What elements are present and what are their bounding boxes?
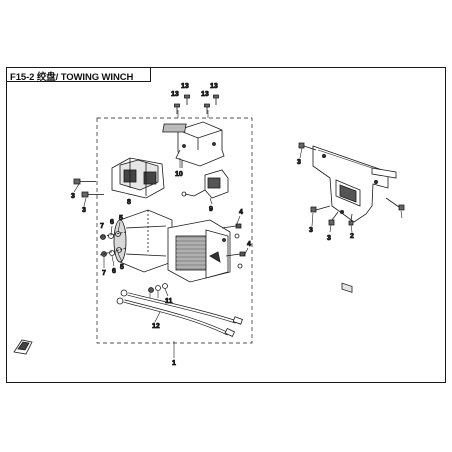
contactor-relay-10 [162, 121, 225, 168]
callout-3-plate-bottom: 3 [327, 235, 331, 242]
callout-9: 9 [209, 206, 213, 213]
callout-3-plate-left: 3 [309, 227, 313, 234]
callout-8: 8 [127, 199, 131, 206]
callout-2: 2 [350, 233, 354, 240]
callout-13-right-b: 13 [210, 83, 218, 90]
mounting-plate-2 [312, 145, 397, 293]
winch-drum [167, 219, 231, 283]
bolt-3-bracket-a [73, 178, 96, 185]
bolt-4-upper [221, 223, 242, 229]
assembly-boundary [96, 117, 253, 344]
callout-12: 12 [152, 323, 160, 330]
callout-6-lower: 6 [112, 268, 116, 275]
bolt-13-right-a [204, 103, 210, 114]
callout-7-lower: 7 [102, 270, 106, 277]
callout-13-right-a: 13 [201, 91, 209, 98]
brand-logo-mark [13, 339, 33, 355]
callout-labels: 1 2 3 3 3 3 3 4 4 5 5 6 6 7 7 8 9 10 11 … [71, 83, 355, 368]
washer-4-upper [234, 233, 240, 239]
terminal-hardware-lower [99, 247, 127, 257]
leader-lines [73, 110, 403, 358]
callout-4-lower: 4 [247, 241, 251, 248]
callout-7-upper: 7 [100, 223, 104, 230]
callout-13-left-a: 13 [171, 91, 179, 98]
bolt-3-plate-right [385, 197, 405, 211]
winch-switch-9 [181, 169, 229, 199]
bolt-3-plate-bottom [328, 211, 339, 226]
callout-5-lower: 5 [120, 264, 124, 271]
page-title: F15-2 绞盘/ TOWING WINCH [10, 72, 134, 83]
callout-3-bracket-b: 3 [82, 207, 86, 214]
bolt-3-bracket-b [81, 191, 104, 198]
bolt-3-plate-top [298, 142, 317, 151]
bolt-13-group [174, 94, 219, 114]
diagram-frame [6, 67, 446, 383]
washer-4-lower [237, 263, 243, 269]
bolt-4-lower [225, 251, 246, 257]
terminal-hardware-center [148, 283, 168, 293]
callout-6-upper: 6 [110, 219, 114, 226]
bolt-13-left-b [184, 94, 190, 105]
callout-13-left-b: 13 [181, 83, 189, 90]
callout-3-plate-top: 3 [297, 159, 301, 166]
bolt-13-right-b [213, 94, 219, 105]
callout-1: 1 [172, 360, 176, 367]
callout-10: 10 [175, 171, 183, 178]
bolt-3-plate-center [348, 213, 354, 226]
callout-3-bracket-a: 3 [71, 193, 75, 200]
callout-5-upper: 5 [119, 215, 123, 222]
bolt-3-plate-left [310, 205, 331, 213]
power-cables-12 [116, 289, 243, 337]
title-box [6, 67, 151, 82]
bolt-13-left-a [174, 103, 180, 114]
callout-4-upper: 4 [239, 209, 243, 216]
winch-bracket-8 [111, 157, 165, 199]
callout-11: 11 [165, 298, 173, 305]
